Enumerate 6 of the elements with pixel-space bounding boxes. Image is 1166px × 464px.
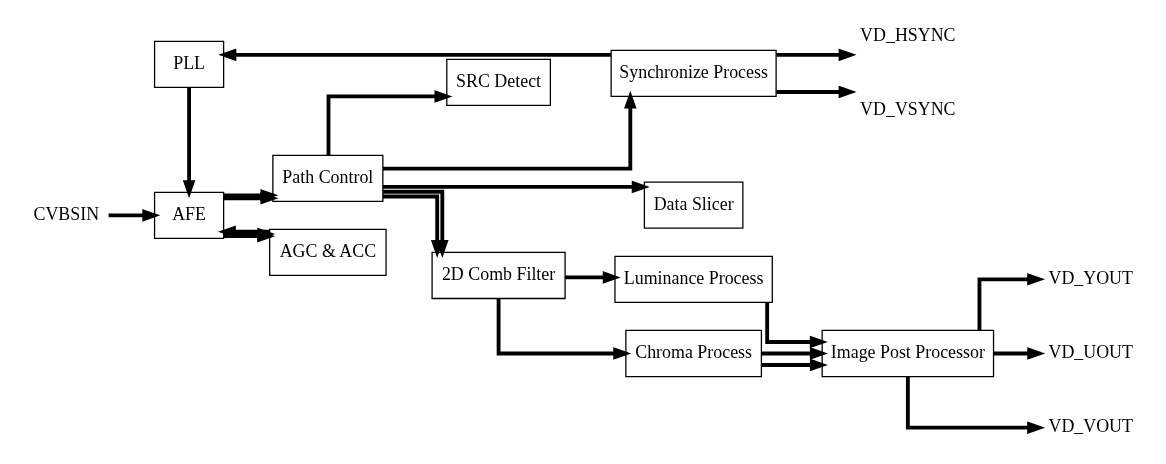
node-text: VD_VSYNC — [860, 99, 956, 120]
node-text: VD_YOUT — [1048, 268, 1133, 289]
node-text: VD_UOUT — [1048, 342, 1133, 363]
node-text: VD_HSYNC — [860, 25, 956, 46]
node-text: CVBSIN — [33, 204, 100, 225]
node-text: VD_VOUT — [1048, 416, 1133, 437]
